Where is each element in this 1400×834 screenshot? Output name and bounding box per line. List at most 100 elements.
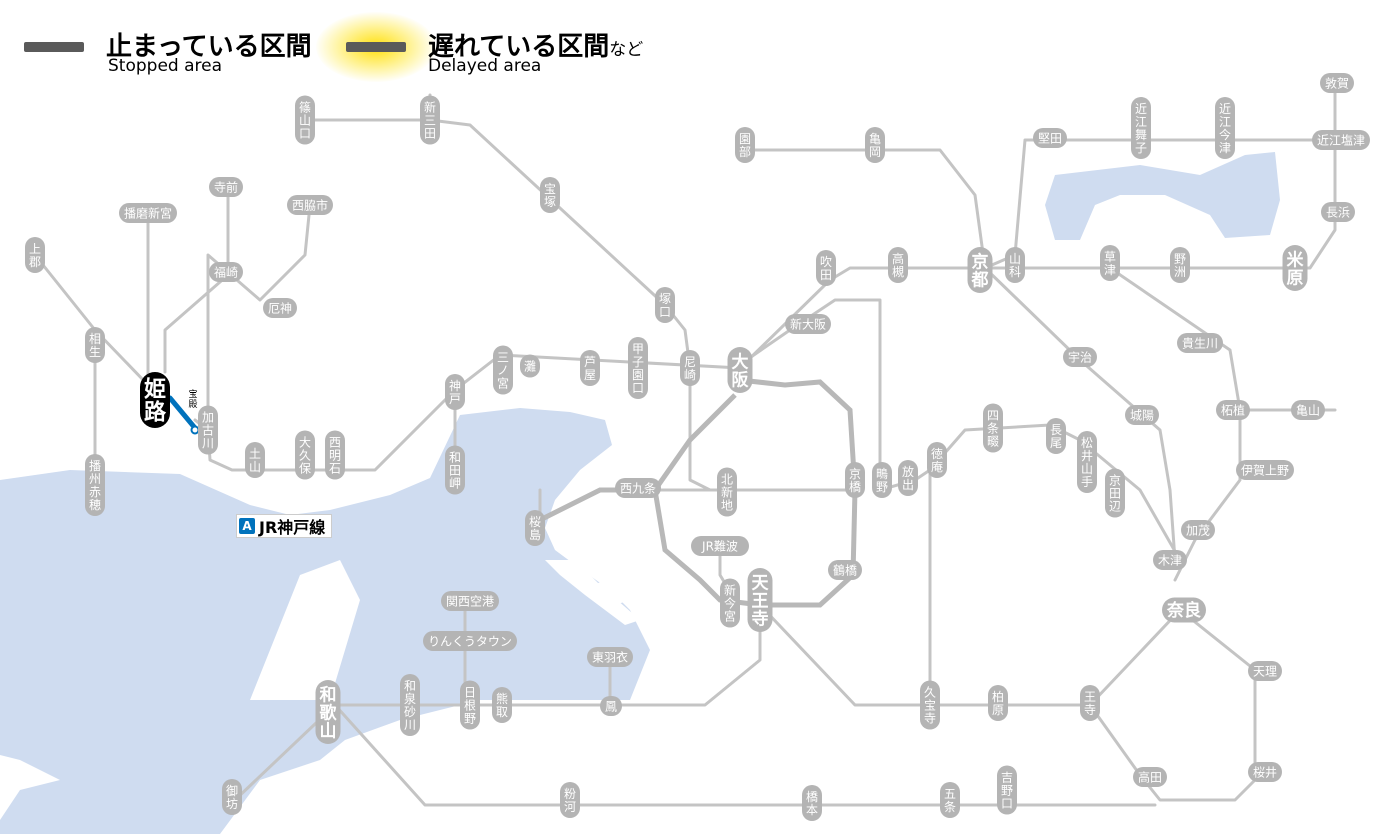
station-name-char: 京 [1109,474,1121,488]
station-sakurai[interactable]: 桜井 [1248,762,1282,782]
station-nishikujo[interactable]: 西九条 [615,478,661,498]
station-hineno[interactable]: 日根野 [460,680,480,730]
station-gobo[interactable]: 御坊 [222,779,242,815]
station-omi-shiotsu[interactable]: 近江塩津 [1312,130,1370,150]
station-tsukaguchi[interactable]: 塚口 [655,287,675,323]
station-shin-osaka[interactable]: 新大阪 [785,314,831,334]
station-name: 厄神 [268,301,292,315]
station-hashimoto[interactable]: 橋本 [802,785,822,821]
station-kamigori[interactable]: 上郡 [25,237,45,273]
station-higashi-hagoromo[interactable]: 東羽衣 [587,647,633,667]
station-name-char: 三 [424,114,436,128]
station-kameoka[interactable]: 亀岡 [865,127,885,163]
station-jr-namba[interactable]: JR難波 [691,536,749,556]
station-hanaten[interactable]: 放出 [898,460,918,496]
station-name-char: 新 [721,485,733,500]
station-okubo[interactable]: 大久保 [295,430,315,480]
station-kameyama[interactable]: 亀山 [1291,400,1325,420]
station-name-char: 本 [806,803,818,817]
station-kyuhoji[interactable]: 久宝寺 [920,680,940,730]
station-kitashinchi[interactable]: 北新地 [717,467,737,517]
station-yoshinoguchi[interactable]: 吉野口 [997,765,1017,815]
station-tenri[interactable]: 天理 [1248,661,1282,681]
station-tennoji[interactable]: 天王寺 [747,568,773,632]
station-kakogawa[interactable]: 加古川 [198,405,218,455]
station-nishiwakishi[interactable]: 西脇市 [287,195,333,215]
station-uji[interactable]: 宇治 [1063,347,1097,367]
station-nagao[interactable]: 長尾 [1046,418,1066,454]
station-hoden[interactable]: 宝殿 [188,388,197,410]
station-name-char: 田 [424,127,436,141]
station-nishiakashi[interactable]: 西明石 [325,430,345,480]
station-amagasaki[interactable]: 尼崎 [680,350,700,386]
station-yasu[interactable]: 野洲 [1170,247,1190,283]
station-kobe[interactable]: 神戸 [445,374,465,410]
station-takarazuka[interactable]: 宝塚 [540,177,560,213]
delayed-area-label-jp: 遅れている区間など [428,26,643,63]
line-label-jr-kobe[interactable]: A JR神戸線 [236,514,333,538]
station-kibukawa[interactable]: 貴生川 [1177,333,1223,353]
station-rinku-town[interactable]: りんくうタウン [423,631,517,651]
station-nagahama[interactable]: 長浜 [1321,202,1355,222]
station-shijonawate[interactable]: 四条畷 [983,403,1003,453]
station-kashiwara[interactable]: 柏原 [988,685,1008,721]
station-sannomiya[interactable]: 三ノ宮 [493,345,513,395]
station-kusatsu[interactable]: 草津 [1100,245,1120,281]
station-sasayamaguchi[interactable]: 篠山口 [295,95,315,145]
station-kansai-airport[interactable]: 関西空港 [441,591,499,611]
station-shinsanda[interactable]: 新三田 [420,95,440,145]
station-shin-imamiya[interactable]: 新今宮 [720,578,740,628]
station-nara[interactable]: 奈良 [1162,597,1206,623]
station-kizu[interactable]: 木津 [1153,550,1187,570]
station-kokawa[interactable]: 粉河 [560,782,580,818]
station-sonobe[interactable]: 園部 [735,127,755,163]
station-takatsuki[interactable]: 高槻 [888,247,908,283]
station-tsuge[interactable]: 柘植 [1216,400,1250,420]
station-yamashina[interactable]: 山科 [1005,247,1025,283]
station-kumatori[interactable]: 熊取 [492,687,512,723]
station-fukusaki[interactable]: 福崎 [209,262,243,282]
station-ashiya[interactable]: 芦屋 [580,350,600,386]
station-tsuruhashi[interactable]: 鶴橋 [828,560,862,580]
station-tokuan[interactable]: 徳庵 [927,442,947,478]
station-yakujin[interactable]: 厄神 [263,298,297,318]
station-wakayama[interactable]: 和歌山 [315,680,341,744]
station-harima-shingu[interactable]: 播磨新宮 [119,203,177,223]
station-oji[interactable]: 王寺 [1080,685,1100,721]
station-name: 加茂 [1186,523,1210,537]
station-maibara[interactable]: 米原 [1282,245,1308,291]
station-kyotanabe[interactable]: 京田辺 [1105,468,1125,518]
station-sakurajima[interactable]: 桜島 [525,510,545,546]
station-kyobashi[interactable]: 京橋 [845,462,865,498]
station-name-char: 山 [1009,252,1021,266]
station-kyoto[interactable]: 京都 [967,247,993,293]
station-iga-ueno[interactable]: 伊賀上野 [1236,460,1294,480]
station-shigino[interactable]: 鴫野 [872,462,892,498]
station-himeji[interactable]: 姫路 [140,372,170,428]
station-takada[interactable]: 高田 [1133,767,1167,787]
station-katata[interactable]: 堅田 [1033,128,1067,148]
station-otori[interactable]: 鳳 [600,696,622,716]
station-osaka[interactable]: 大阪 [727,347,753,393]
station-name: 新大阪 [790,316,826,331]
station-name-char: 近 [1135,102,1147,116]
station-dobo[interactable]: 土山 [245,442,265,478]
station-name-char: 古 [202,423,214,438]
station-teramae[interactable]: 寺前 [209,177,243,197]
station-tsuruga[interactable]: 敦賀 [1320,73,1354,93]
station-joyo[interactable]: 城陽 [1125,405,1159,425]
station-aioi[interactable]: 相生 [85,327,105,363]
station-wadamisaki[interactable]: 和田岬 [445,445,465,495]
station-gojo[interactable]: 五条 [940,782,960,818]
station-suita[interactable]: 吹田 [816,250,836,286]
affected-segment-kobe-line [167,395,198,431]
station-kamo[interactable]: 加茂 [1181,520,1215,540]
station-nada[interactable]: 灘 [520,354,540,378]
